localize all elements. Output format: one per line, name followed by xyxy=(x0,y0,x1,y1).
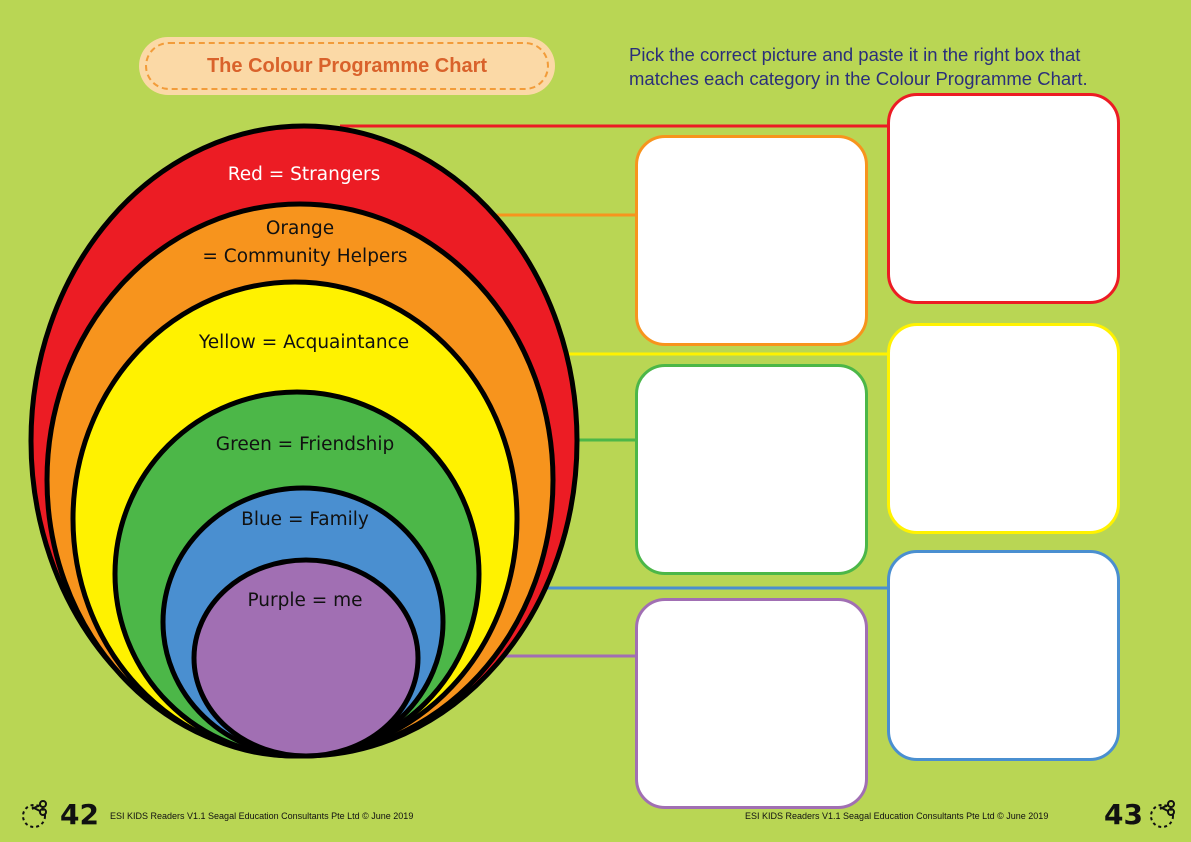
ring-purple xyxy=(191,557,421,759)
page-number-right: 43 xyxy=(1104,798,1143,831)
paste-box-red[interactable] xyxy=(887,93,1120,304)
paste-box-yellow[interactable] xyxy=(887,323,1120,534)
label-orange-line1: Orange xyxy=(266,218,334,239)
paste-box-purple[interactable] xyxy=(635,598,868,809)
paste-box-blue[interactable] xyxy=(887,550,1120,761)
label-purple: Purple = me xyxy=(247,590,362,611)
label-orange-line2: = Community Helpers xyxy=(202,246,407,267)
paste-box-orange[interactable] xyxy=(635,135,868,346)
label-yellow: Yellow = Acquaintance xyxy=(198,332,409,353)
instructions-text: Pick the correct picture and paste it in… xyxy=(629,44,1088,89)
scissors-icon xyxy=(1150,800,1175,828)
page-number-left: 42 xyxy=(60,798,99,831)
paste-box-green[interactable] xyxy=(635,364,868,575)
page-title: The Colour Programme Chart xyxy=(206,55,488,77)
label-blue: Blue = Family xyxy=(241,509,369,530)
footer-credit-left: ESI KIDS Readers V1.1 Seagal Education C… xyxy=(110,811,414,821)
scissors-icon xyxy=(22,800,47,828)
title-banner: The Colour Programme Chart xyxy=(139,37,555,95)
footer-credit-right: ESI KIDS Readers V1.1 Seagal Education C… xyxy=(745,811,1049,821)
label-green: Green = Friendship xyxy=(216,434,394,455)
label-red: Red = Strangers xyxy=(228,164,380,185)
